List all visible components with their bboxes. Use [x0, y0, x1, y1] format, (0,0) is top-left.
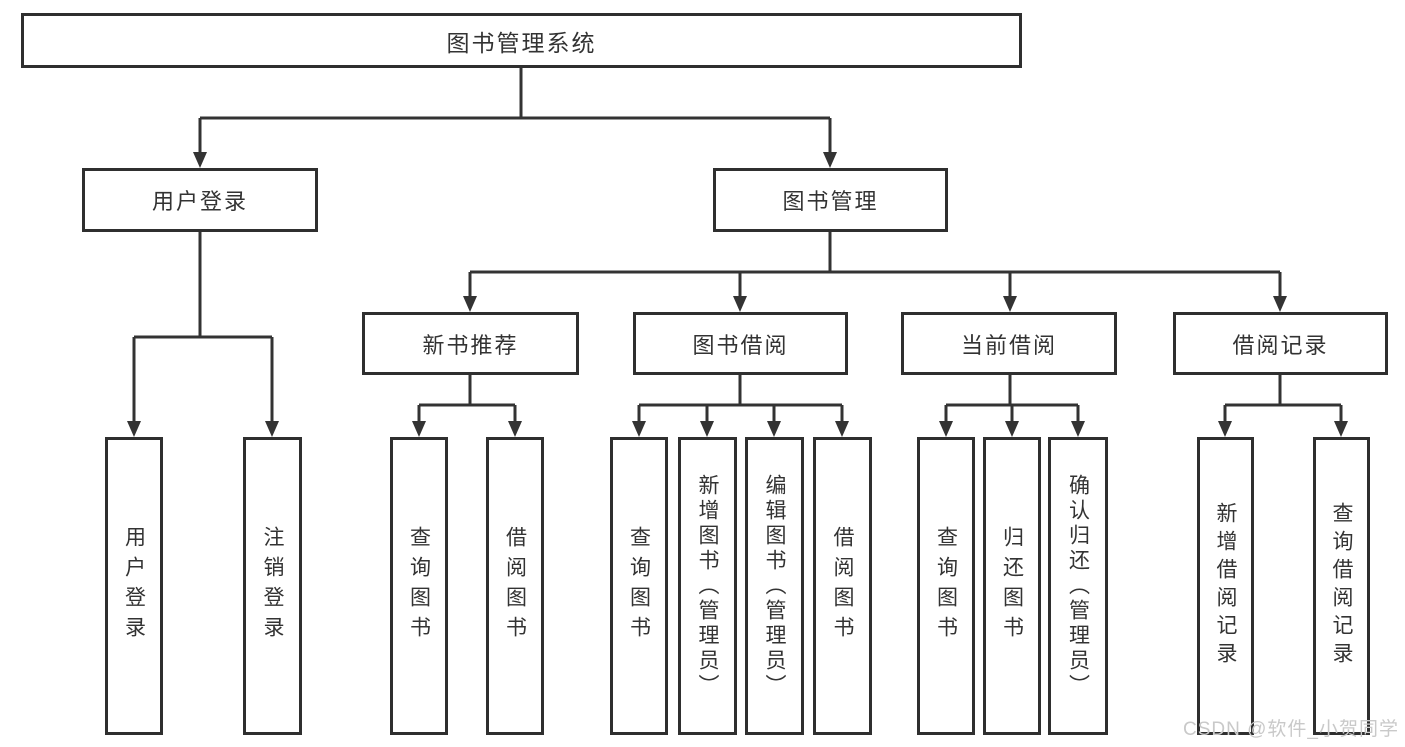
leaf-query-books-borrowing: 查询图书 — [610, 437, 668, 735]
node-book-management: 图书管理 — [713, 168, 948, 232]
node-borrowing-records: 借阅记录 — [1173, 312, 1388, 375]
leaf-edit-books-admin: 编辑图书（管理员） — [745, 437, 804, 735]
leaf-return-books: 归还图书 — [983, 437, 1041, 735]
leaf-borrow-books-borrowing: 借阅图书 — [813, 437, 872, 735]
leaf-query-books-current: 查询图书 — [917, 437, 975, 735]
node-book-borrowing: 图书借阅 — [633, 312, 848, 375]
leaf-confirm-return-admin: 确认归还（管理员） — [1048, 437, 1108, 735]
arrow-down-icon — [463, 296, 1287, 312]
node-new-book-recommend: 新书推荐 — [362, 312, 579, 375]
connector-borrowing-records-lines — [1223, 375, 1343, 421]
leaf-add-borrow-record: 新增借阅记录 — [1197, 437, 1254, 735]
arrow-down-icon — [193, 152, 837, 168]
arrow-down-icon — [412, 421, 522, 437]
leaf-add-books-admin: 新增图书（管理员） — [678, 437, 737, 735]
arrow-down-icon — [1218, 421, 1348, 437]
connector-new-book-recommend-lines — [417, 375, 517, 421]
leaf-query-borrow-record: 查询借阅记录 — [1313, 437, 1370, 735]
leaf-query-books-recommend: 查询图书 — [390, 437, 448, 735]
arrow-down-icon — [127, 421, 279, 437]
node-current-borrowing: 当前借阅 — [901, 312, 1117, 375]
connector-user-login-lines — [132, 232, 274, 421]
node-user-login: 用户登录 — [82, 168, 318, 232]
leaf-logout: 注销登录 — [243, 437, 302, 735]
leaf-user-login: 用户登录 — [105, 437, 163, 735]
csdn-watermark: CSDN @软件_小贺同学 — [1183, 719, 1399, 740]
arrow-down-icon — [939, 421, 1085, 437]
leaf-borrow-books-recommend: 借阅图书 — [486, 437, 544, 735]
connector-book-management-lines — [468, 232, 1282, 296]
connector-current-borrowing-lines — [944, 375, 1080, 421]
arrow-down-icon — [632, 421, 849, 437]
node-library-system: 图书管理系统 — [21, 13, 1022, 68]
connector-book-borrowing-lines — [637, 375, 844, 421]
connector-root-lines — [198, 68, 832, 152]
